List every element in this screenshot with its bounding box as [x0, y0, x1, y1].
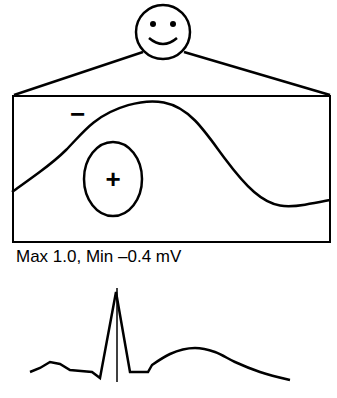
- potential-curve: [12, 101, 330, 206]
- shoulders: [14, 52, 330, 95]
- ecg-trace: [30, 292, 290, 380]
- time-marker: [116, 288, 118, 382]
- smiley-face: [136, 5, 190, 59]
- positive-sign: +: [105, 166, 120, 192]
- negative-sign: −: [70, 101, 85, 127]
- field-box: −+: [12, 95, 331, 243]
- oval: [84, 142, 142, 216]
- positive-region: +: [82, 140, 144, 218]
- amplitude-range: Max 1.0, Min –0.4 mV: [16, 247, 181, 267]
